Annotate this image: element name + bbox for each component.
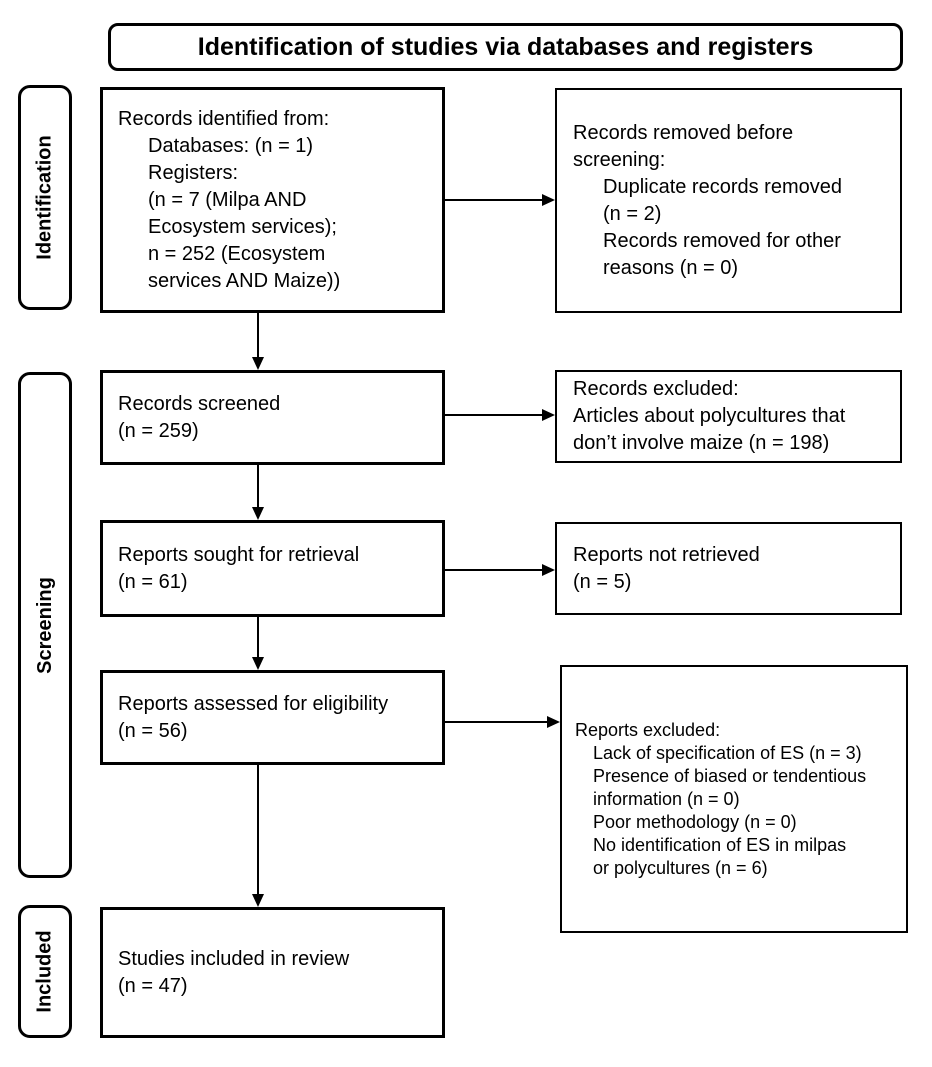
text-line: don’t involve maize (n = 198): [573, 432, 830, 454]
arrow-screened-to-excluded-head-icon: [542, 409, 555, 421]
arrow-assessed-to-excluded-line: [445, 721, 548, 723]
arrow-sought-to-assessed-head-icon: [252, 657, 264, 670]
text-line: Records removed before: [573, 121, 794, 144]
text-line: information (n = 0): [593, 788, 740, 809]
box-reports-excluded: Reports excluded:Lack of specification o…: [560, 665, 908, 933]
box-studies-included: Studies included in review (n = 47): [100, 907, 445, 1038]
text-line: Registers:: [148, 161, 239, 184]
text-line: (n = 7 (Milpa AND: [148, 188, 307, 211]
arrow-assessed-to-included-head-icon: [252, 894, 264, 907]
text-line: reasons (n = 0): [603, 256, 739, 279]
stage-identification: Identification: [18, 85, 72, 310]
text-line: No identification of ES in milpas: [593, 834, 847, 855]
arrow-sought-to-assessed-line: [257, 617, 259, 658]
text-line: (n = 259): [118, 419, 199, 442]
diagram-title-label: Identification of studies via databases …: [197, 32, 814, 61]
stage-screening: Screening: [18, 372, 72, 878]
text-line: Reports sought for retrieval: [118, 543, 360, 566]
arrow-sought-to-notretrieved-line: [445, 569, 543, 571]
arrow-identified-to-removed-head-icon: [542, 194, 555, 206]
text-line: Records removed for other: [603, 229, 841, 252]
box-records-excluded: Records excluded: Articles about polycult…: [555, 370, 902, 463]
text-line: (n = 61): [118, 570, 188, 593]
text-line: or polycultures (n = 6): [593, 857, 768, 878]
text-line: Lack of specification of ES (n = 3): [593, 742, 862, 763]
diagram-title: Identification of studies via databases …: [108, 23, 903, 71]
arrow-assessed-to-excluded-head-icon: [547, 716, 560, 728]
box-reports-assessed: Reports assessed for eligibility (n = 56): [100, 670, 445, 765]
text-line: Records screened: [118, 392, 281, 415]
box-reports-not-retrieved: Reports not retrieved (n = 5): [555, 522, 902, 615]
arrow-identified-to-screened-head-icon: [252, 357, 264, 370]
text-line: screening:: [573, 148, 666, 171]
stage-included-label: Included: [33, 930, 56, 1013]
text-line: Reports assessed for eligibility: [118, 692, 389, 715]
text-line: (n = 5): [573, 570, 632, 593]
arrow-identified-to-removed-line: [445, 199, 543, 201]
text-line: Reports excluded:: [575, 719, 721, 740]
stage-identification-label: Identification: [33, 135, 56, 260]
text-line: Duplicate records removed: [603, 175, 842, 198]
text-line: (n = 56): [118, 719, 188, 742]
text-line: Ecosystem services);: [148, 215, 337, 238]
arrow-sought-to-notretrieved-head-icon: [542, 564, 555, 576]
text-line: n = 252 (Ecosystem: [148, 242, 326, 265]
text-line: services AND Maize)): [148, 269, 341, 292]
box-records-identified: Records identified from: Databases: (n = …: [100, 87, 445, 313]
text-line: Records identified from:: [118, 107, 330, 130]
text-line: Reports not retrieved: [573, 543, 760, 566]
text-line: Records excluded:: [573, 378, 739, 400]
text-line: Databases: (n = 1): [148, 134, 314, 157]
box-records-removed: Records removed before screening: Duplicat…: [555, 88, 902, 313]
stage-included: Included: [18, 905, 72, 1038]
arrow-screened-to-sought-line: [257, 465, 259, 508]
box-reports-sought: Reports sought for retrieval (n = 61): [100, 520, 445, 617]
stage-screening-label: Screening: [33, 576, 56, 674]
text-line: Presence of biased or tendentious: [593, 765, 867, 786]
text-line: (n = 47): [118, 974, 188, 997]
arrow-screened-to-sought-head-icon: [252, 507, 264, 520]
box-records-screened: Records screened (n = 259): [100, 370, 445, 465]
arrow-identified-to-screened-line: [257, 313, 259, 358]
arrow-assessed-to-included-line: [257, 765, 259, 895]
text-line: Studies included in review: [118, 947, 350, 970]
arrow-screened-to-excluded-line: [445, 414, 543, 416]
text-line: Articles about polycultures that: [573, 405, 846, 427]
text-line: Poor methodology (n = 0): [593, 811, 797, 832]
text-line: (n = 2): [603, 202, 662, 225]
